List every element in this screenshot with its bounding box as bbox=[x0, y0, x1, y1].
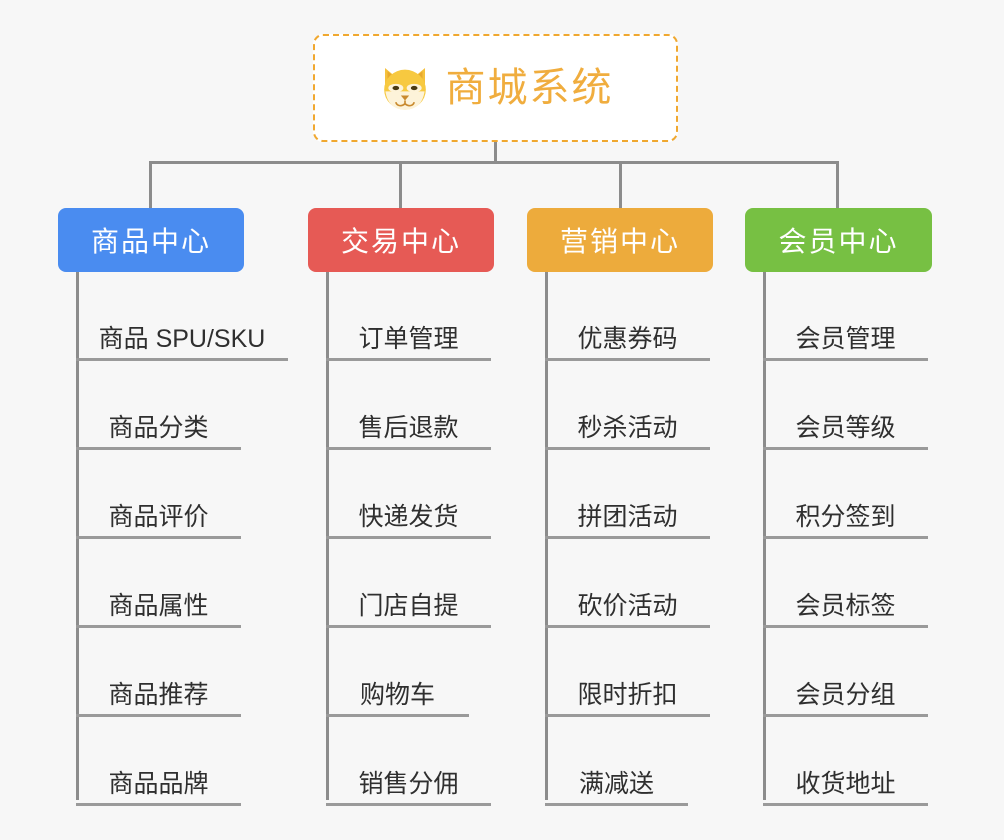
leaf-item[interactable]: 售后退款 bbox=[326, 361, 491, 450]
leaf-item[interactable]: 会员管理 bbox=[763, 272, 928, 361]
leaf-item[interactable]: 满减送 bbox=[545, 717, 688, 806]
leaf-list-marketing-center: 优惠券码 秒杀活动 拼团活动 砍价活动 限时折扣 满减送 bbox=[545, 272, 710, 806]
leaf-list-trade-center: 订单管理 售后退款 快递发货 门店自提 购物车 销售分佣 bbox=[326, 272, 491, 806]
leaf-label: 会员管理 bbox=[795, 325, 896, 354]
leaf-item[interactable]: 积分签到 bbox=[763, 450, 928, 539]
leaf-item[interactable]: 商品属性 bbox=[76, 539, 241, 628]
leaf-item[interactable]: 商品评价 bbox=[76, 450, 241, 539]
branch-header-member-center[interactable]: 会员中心 bbox=[745, 208, 932, 272]
shiba-dog-face-icon bbox=[383, 68, 426, 112]
connector-drop-2 bbox=[399, 161, 402, 208]
leaf-label: 订单管理 bbox=[358, 325, 459, 354]
connector-drop-3 bbox=[619, 161, 622, 208]
leaf-item[interactable]: 优惠券码 bbox=[545, 272, 710, 361]
leaf-label: 会员分组 bbox=[795, 681, 896, 710]
leaf-label: 商品推荐 bbox=[108, 681, 209, 710]
branch-trade-center: 交易中心 订单管理 售后退款 快递发货 门店自提 购物车 销售分佣 bbox=[308, 208, 538, 806]
branch-product-center: 商品中心 商品 SPU/SKU 商品分类 商品评价 商品属性 商品推荐 商品品牌 bbox=[58, 208, 288, 806]
leaf-label: 会员标签 bbox=[795, 592, 896, 621]
branch-header-marketing-center[interactable]: 营销中心 bbox=[527, 208, 713, 272]
leaf-label: 门店自提 bbox=[358, 592, 459, 621]
leaf-label: 售后退款 bbox=[358, 414, 459, 443]
leaf-item[interactable]: 砍价活动 bbox=[545, 539, 710, 628]
leaf-item[interactable]: 商品 SPU/SKU bbox=[76, 272, 288, 361]
root-node-shopping-mall-system[interactable]: 商城系统 bbox=[313, 34, 678, 142]
branch-member-center: 会员中心 会员管理 会员等级 积分签到 会员标签 会员分组 收货地址 bbox=[745, 208, 975, 806]
leaf-label: 商品品牌 bbox=[108, 770, 209, 799]
connector-drop-1 bbox=[149, 161, 152, 208]
branch-header-label: 会员中心 bbox=[778, 226, 899, 257]
branch-marketing-center: 营销中心 优惠券码 秒杀活动 拼团活动 砍价活动 限时折扣 满减送 bbox=[527, 208, 757, 806]
leaf-item[interactable]: 会员标签 bbox=[763, 539, 928, 628]
leaf-label: 拼团活动 bbox=[577, 503, 678, 532]
connector-horizontal-bus bbox=[149, 161, 839, 164]
branch-header-product-center[interactable]: 商品中心 bbox=[58, 208, 244, 272]
leaf-label: 积分签到 bbox=[795, 503, 896, 532]
leaf-item[interactable]: 拼团活动 bbox=[545, 450, 710, 539]
connector-drop-4 bbox=[836, 161, 839, 208]
leaf-item[interactable]: 门店自提 bbox=[326, 539, 491, 628]
branch-header-label: 商品中心 bbox=[90, 226, 211, 257]
leaf-item[interactable]: 商品分类 bbox=[76, 361, 241, 450]
leaf-item[interactable]: 秒杀活动 bbox=[545, 361, 710, 450]
leaf-label: 销售分佣 bbox=[358, 770, 459, 799]
branch-header-label: 营销中心 bbox=[559, 226, 680, 257]
leaf-item[interactable]: 收货地址 bbox=[763, 717, 928, 806]
leaf-label: 秒杀活动 bbox=[577, 414, 678, 443]
connector-root-stem bbox=[494, 142, 497, 163]
leaf-label: 限时折扣 bbox=[577, 681, 678, 710]
leaf-label: 收货地址 bbox=[795, 770, 896, 799]
leaf-item[interactable]: 商品品牌 bbox=[76, 717, 241, 806]
leaf-item[interactable]: 快递发货 bbox=[326, 450, 491, 539]
leaf-label: 满减送 bbox=[578, 770, 654, 799]
leaf-item[interactable]: 销售分佣 bbox=[326, 717, 491, 806]
leaf-label: 商品分类 bbox=[108, 414, 209, 443]
leaf-label: 商品评价 bbox=[108, 503, 209, 532]
root-node-title: 商城系统 bbox=[445, 66, 614, 110]
leaf-item[interactable]: 会员等级 bbox=[763, 361, 928, 450]
branch-header-trade-center[interactable]: 交易中心 bbox=[308, 208, 494, 272]
leaf-list-product-center: 商品 SPU/SKU 商品分类 商品评价 商品属性 商品推荐 商品品牌 bbox=[76, 272, 288, 806]
leaf-label: 商品属性 bbox=[108, 592, 209, 621]
leaf-item[interactable]: 限时折扣 bbox=[545, 628, 710, 717]
leaf-label: 会员等级 bbox=[795, 414, 896, 443]
leaf-list-member-center: 会员管理 会员等级 积分签到 会员标签 会员分组 收货地址 bbox=[763, 272, 928, 806]
leaf-item[interactable]: 购物车 bbox=[326, 628, 469, 717]
branch-header-label: 交易中心 bbox=[340, 226, 461, 257]
leaf-label: 优惠券码 bbox=[577, 325, 678, 354]
leaf-label: 商品 SPU/SKU bbox=[98, 325, 266, 354]
leaf-item[interactable]: 会员分组 bbox=[763, 628, 928, 717]
leaf-item[interactable]: 商品推荐 bbox=[76, 628, 241, 717]
leaf-label: 砍价活动 bbox=[577, 592, 678, 621]
leaf-label: 购物车 bbox=[359, 681, 435, 710]
leaf-item[interactable]: 订单管理 bbox=[326, 272, 491, 361]
leaf-label: 快递发货 bbox=[358, 503, 459, 532]
